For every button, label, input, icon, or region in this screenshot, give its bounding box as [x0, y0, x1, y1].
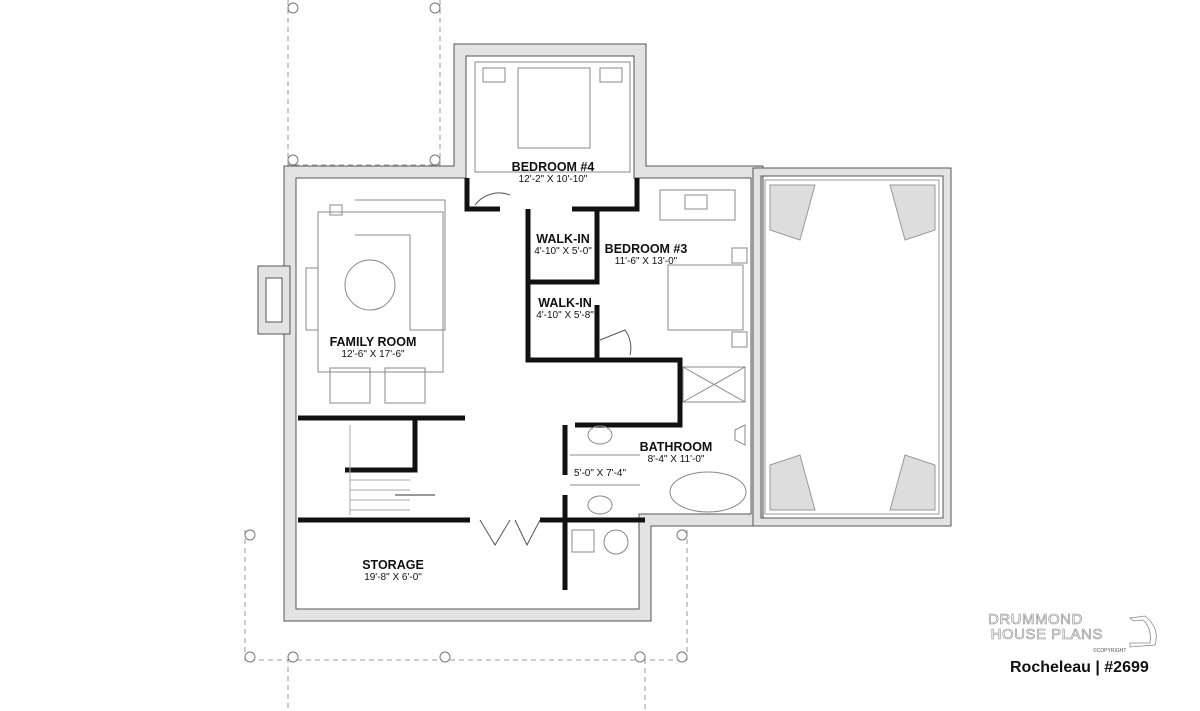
- room-vanity: 5'-0" X 7'-4": [574, 468, 626, 480]
- room-name: BEDROOM #3: [604, 242, 688, 256]
- room-size: 4'-10" X 5'-0": [534, 246, 592, 258]
- room-name: WALK-IN: [536, 232, 590, 246]
- room-name: STORAGE: [362, 558, 424, 572]
- brand-line2: HOUSE PLANS: [990, 626, 1103, 643]
- interior-walls: [298, 178, 683, 590]
- room-name: FAMILY ROOM: [329, 335, 417, 349]
- room-bedroom-3: BEDROOM #3 11'-6" X 13'-0": [605, 242, 688, 268]
- room-name: BEDROOM #4: [511, 160, 595, 174]
- brand-logo: DRUMMOND HOUSE PLANS: [988, 611, 1103, 643]
- room-name: BATHROOM: [639, 440, 713, 454]
- room-name: WALK-IN: [538, 296, 592, 310]
- room-size: 8'-4" X 11'-0": [647, 454, 705, 466]
- room-size: 12'-2" X 10'-10": [518, 174, 588, 186]
- fixtures: [305, 61, 748, 555]
- room-family-room: FAMILY ROOM 12'-6" X 17'-6": [330, 335, 417, 361]
- room-size: 4'-10" X 5'-8": [536, 310, 594, 322]
- room-size: 11'-6" X 13'-0": [614, 256, 678, 268]
- plan-title: Rocheleau | #2699: [1010, 659, 1149, 676]
- room-bedroom-4: BEDROOM #4 12'-2" X 10'-10": [512, 160, 595, 186]
- room-walk-in-1: WALK-IN 4'-10" X 5'-0": [534, 232, 592, 258]
- room-storage: STORAGE 19'-8" X 6'-0": [362, 558, 424, 584]
- room-walk-in-2: WALK-IN 4'-10" X 5'-8": [536, 296, 594, 322]
- porch-outlines: [244, 0, 688, 711]
- posts: [244, 2, 688, 663]
- room-size: 19'-8" X 6'-0": [364, 572, 422, 584]
- exterior-walls: [257, 43, 952, 622]
- copyright: ©COPYRIGHT: [1093, 648, 1127, 654]
- room-bathroom: BATHROOM 8'-4" X 11'-0": [640, 440, 713, 466]
- room-size: 12'-6" X 17'-6": [341, 349, 405, 361]
- brand-line1: DRUMMOND: [988, 611, 1083, 628]
- room-size: 5'-0" X 7'-4": [573, 468, 627, 479]
